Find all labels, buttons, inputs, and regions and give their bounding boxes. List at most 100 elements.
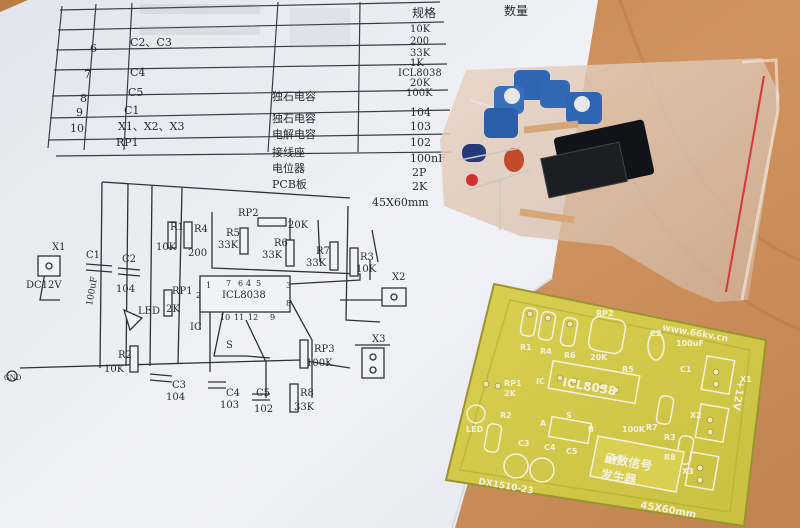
label-switch: S: [226, 340, 233, 351]
c2-symbol: [117, 267, 141, 277]
row-no: 6: [90, 42, 97, 55]
rp1-symbol: [163, 289, 173, 317]
pcb-label: 20K: [590, 353, 608, 362]
row-name: 接线座: [272, 145, 305, 159]
capacitor: [504, 148, 524, 172]
row-ref: C4: [130, 66, 145, 79]
label-c2-value: 104: [116, 284, 135, 295]
ic-pin-label: 10: [220, 313, 230, 322]
pcb-label: R4: [540, 347, 552, 356]
r5-symbol: [239, 227, 249, 255]
table-header-spec: 规格: [412, 5, 436, 20]
pcb-label: R5: [622, 365, 634, 374]
ic-pin-label: 4: [246, 279, 251, 288]
pcb-label: RP3: [606, 455, 624, 464]
parts-table: [47, 1, 452, 157]
table-upper-spec-2: 200: [410, 36, 429, 47]
pcb-label: 100K: [622, 425, 646, 434]
row-name: 电解电容: [272, 127, 316, 141]
bag-seal-stripe: [725, 75, 765, 293]
label-c1-value: 100uF: [85, 276, 100, 307]
row-spec: 45X60mm: [372, 196, 429, 209]
table-header-qty: 数量: [504, 3, 528, 18]
pcb-label: LED: [466, 425, 484, 434]
row-spec: 104: [410, 106, 431, 119]
pcb-label: R7: [646, 423, 658, 432]
row-ref: RP1: [116, 136, 139, 149]
pcb-label: 2K: [504, 389, 517, 398]
ic-pin-label: 1: [206, 281, 211, 290]
row-spec: 2K: [412, 180, 428, 193]
r7-symbol: [329, 241, 339, 271]
label-x2: X2: [392, 272, 405, 283]
label-c4: C4: [226, 388, 240, 399]
resistor: [519, 208, 575, 224]
label-ic-name: ICL8038: [222, 290, 266, 301]
pcb-label: R6: [564, 351, 576, 360]
component-leads: [459, 147, 531, 230]
pcb-label: C3: [518, 439, 529, 448]
pcb-power: +12V: [730, 379, 746, 411]
label-r4: R4: [194, 224, 208, 235]
label-c2: C2: [122, 254, 136, 265]
label-r2-value: 10K: [104, 364, 125, 375]
pcb-led-outline: [466, 404, 486, 424]
row-no: 10: [70, 122, 84, 135]
pcb-label: X1: [740, 375, 752, 384]
ic-pin-label: 9: [270, 313, 275, 322]
led: [466, 174, 478, 186]
pcb-label: RP1: [504, 379, 522, 388]
label-r3: R3: [360, 252, 374, 263]
pcb-label: X2: [690, 411, 702, 420]
row-spec: 103: [410, 120, 431, 133]
c3-symbol: [149, 373, 173, 383]
pcb-title-line2: 发生器: [598, 466, 638, 487]
label-rp2: RP2: [238, 208, 259, 219]
row-ref: C2、C3: [130, 36, 172, 49]
rp2-symbol: [257, 217, 287, 227]
ic-pin-label: 6: [238, 279, 243, 288]
ic-socket: [540, 141, 628, 199]
table-upper-spec-5: ICL8038: [398, 68, 442, 79]
led-symbol: [122, 308, 144, 332]
capacitor: [462, 144, 486, 162]
row-ref: C1: [124, 104, 139, 117]
label-x1: X1: [52, 242, 65, 253]
label-r7-value: 33K: [306, 258, 327, 269]
label-c4-value: 103: [220, 400, 239, 411]
ic-pin-label: 5: [256, 279, 261, 288]
pcb-label: X3: [682, 467, 694, 476]
row-spec: 102: [410, 136, 431, 149]
pcb-board: www.66kv.cn ICL8038 函数信号 发生器 DX1510-23 4…: [444, 282, 768, 528]
pcb-label: R2: [500, 411, 512, 420]
pcb-label: C2: [650, 329, 661, 338]
ic-pin-label: 2: [196, 291, 201, 300]
c1-symbol: [85, 263, 113, 273]
ic-pin-label: 12: [248, 313, 258, 322]
label-rp1-value: 2K: [166, 304, 180, 315]
label-r4-value: 200: [188, 248, 207, 259]
resistor: [523, 120, 579, 134]
r4-symbol: [183, 221, 193, 249]
table-upper-spec-3: 33K: [410, 48, 431, 59]
label-rp2-value: 20K: [288, 220, 309, 231]
label-c5: C5: [256, 388, 270, 399]
row-ref: X1、X2、X3: [118, 120, 185, 133]
pcb-label: B: [588, 425, 594, 434]
ic-pin-label: 3: [286, 281, 291, 290]
label-gnd: GND: [4, 374, 22, 382]
table-upper-spec-4: 1K: [410, 58, 424, 69]
component-bag: [440, 39, 780, 302]
table-upper-spec-1: 10K: [410, 24, 431, 35]
label-ic: IC: [190, 322, 202, 333]
label-r5-value: 33K: [218, 240, 239, 251]
pcb-label: R1: [520, 343, 532, 352]
table-upper-spec-6: 20K: [410, 78, 431, 89]
ic-pin-label: 7: [226, 279, 231, 288]
row-name: 电位器: [272, 161, 305, 175]
label-r8-value: 33K: [294, 402, 315, 413]
pcb-label: A: [540, 419, 547, 428]
r3-symbol: [349, 247, 359, 277]
row-name: 独石电容: [272, 89, 316, 103]
